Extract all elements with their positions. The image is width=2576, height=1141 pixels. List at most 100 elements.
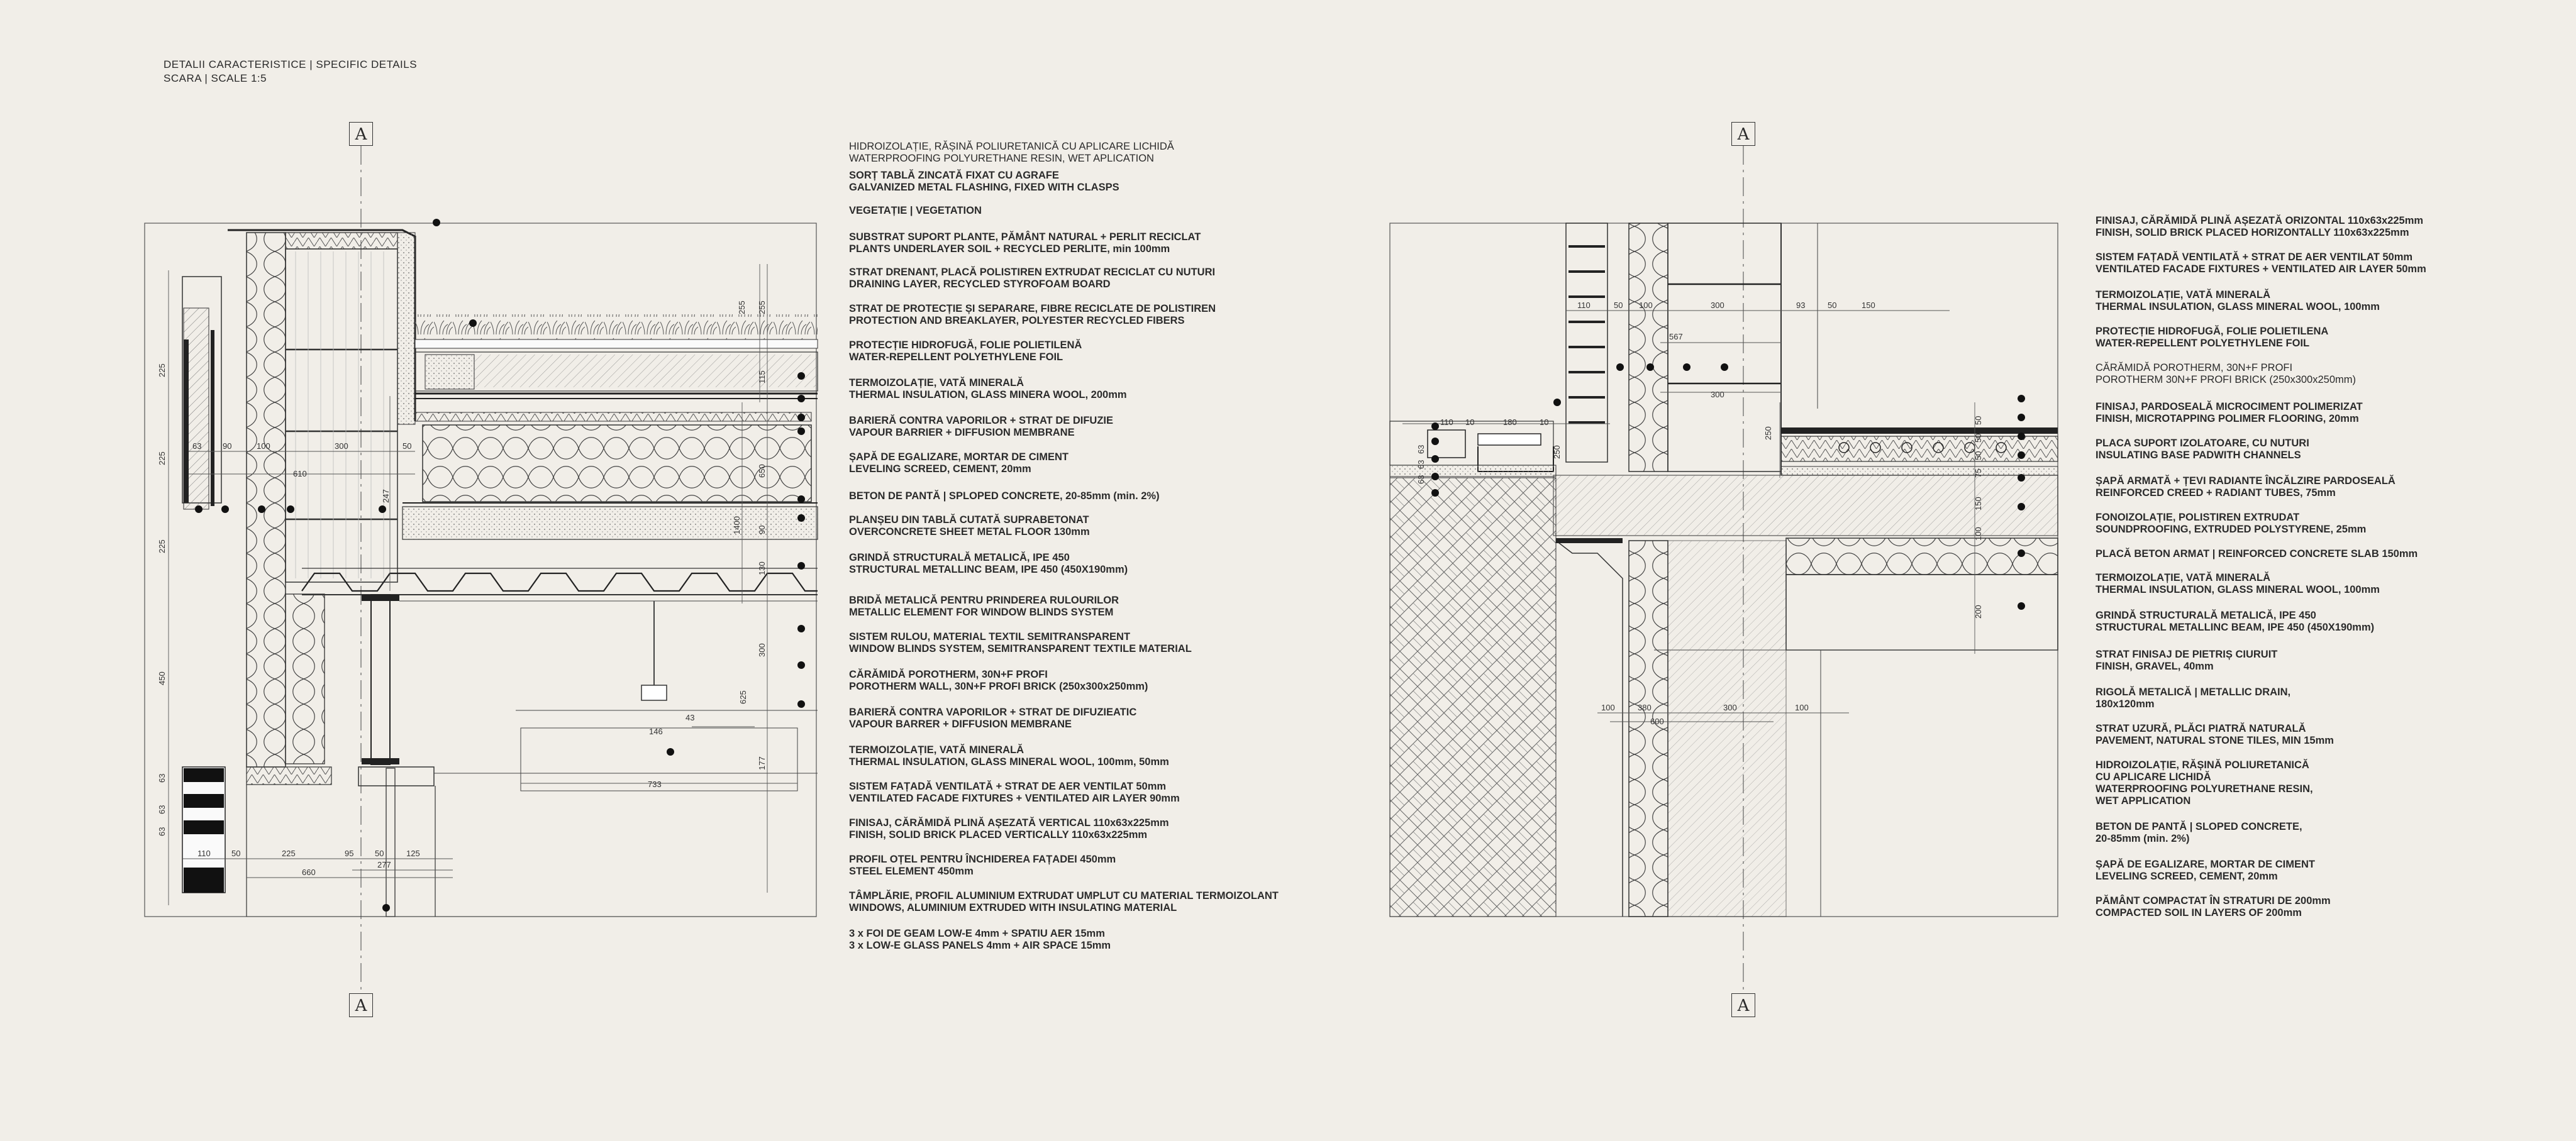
dim-total-1: 277 xyxy=(377,860,391,869)
legend-line: PLACA SUPORT IZOLATOARE, CU NUTURI xyxy=(2096,438,2309,449)
dim-vertical-left-6: 63 xyxy=(157,805,167,814)
dim-window-3: 733 xyxy=(648,780,662,789)
legend-line: PĂMÂNT COMPACTAT ÎN STRATURI DE 200mm xyxy=(2096,895,2331,907)
dim-vertical-right-4: 650 xyxy=(757,464,767,478)
dim-top-2: 90 xyxy=(223,441,231,451)
legend-item: HIDROIZOLAȚIE, RĂȘINĂ POLIURETANICĂ CU A… xyxy=(849,141,1174,165)
legend-item: FINISAJ, CĂRĂMIDĂ PLINĂ AȘEZATĂ VERTICAL… xyxy=(849,817,1169,841)
section-marker-right-top: A xyxy=(1731,122,1755,146)
dim-vertical-left-7: 63 xyxy=(157,827,167,836)
legend-line: RIGOLĂ METALICĂ | METALLIC DRAIN, xyxy=(2096,686,2291,698)
rdim-bottom-2: 380 xyxy=(1638,703,1652,712)
legend-line: ȘAPĂ ARMATĂ + ȚEVI RADIANTE ÎNCĂLZIRE PA… xyxy=(2096,475,2396,487)
dim-vertical-right-8: 300 xyxy=(757,643,767,657)
legend-item: CĂRĂMIDĂ POROTHERM, 30N+F PROFI POROTHER… xyxy=(849,669,1148,693)
rdim-top-1: 110 xyxy=(1577,300,1591,310)
rdim-ground-4: 10 xyxy=(1540,417,1548,427)
legend-line: BARIERĂ CONTRA VAPORILOR + STRAT DE DIFU… xyxy=(849,415,1113,426)
legend-line: STRUCTURAL METALLINC BEAM, IPE 450 (450X… xyxy=(2096,622,2375,633)
legend-line: FINISH, MICROTAPPING POLIMER FLOORING, 2… xyxy=(2096,413,2359,424)
dim-vertical-left-3: 225 xyxy=(157,539,167,553)
rdim-top-6: 50 xyxy=(1828,300,1836,310)
legend-line: WATERPROOFING POLYURETHANE RESIN, xyxy=(2096,783,2313,795)
dim-vertical-right-5: 90 xyxy=(757,526,767,534)
rdim-left-2: 63 xyxy=(1416,460,1426,469)
legend-line: 180x120mm xyxy=(2096,698,2155,710)
legend-line: SOUNDPROOFING, EXTRUDED POLYSTYRENE, 25m… xyxy=(2096,524,2367,535)
rdim-vert-9: 250 xyxy=(1552,445,1562,459)
legend-item: ȘAPĂ DE EGALIZARE, MORTAR DE CIMENT LEVE… xyxy=(849,451,1069,475)
sheet-scale: SCARA | SCALE 1:5 xyxy=(164,72,267,84)
rdim-left-1: 63 xyxy=(1416,445,1426,454)
legend-item: PROTECȚIE HIDROFUGĂ, FOLIE POLIETILENA W… xyxy=(2096,326,2328,350)
legend-item: TERMOIZOLAȚIE, VATĂ MINERALĂ THERMAL INS… xyxy=(2096,289,2380,313)
legend-item: SISTEM FAȚADĂ VENTILATĂ + STRAT DE AER V… xyxy=(849,781,1180,805)
legend-line: VENTILATED FACADE FIXTURES + VENTILATED … xyxy=(849,793,1180,804)
legend-line: BARIERĂ CONTRA VAPORILOR + STRAT DE DIFU… xyxy=(849,707,1137,718)
dim-vertical-right-7: 1400 xyxy=(732,516,741,534)
legend-line: PAVEMENT, NATURAL STONE TILES, MIN 15mm xyxy=(2096,735,2334,746)
legend-item: PĂMÂNT COMPACTAT ÎN STRATURI DE 200mm CO… xyxy=(2096,895,2331,919)
legend-item: FINISAJ, CĂRĂMIDĂ PLINĂ AȘEZATĂ ORIZONTA… xyxy=(2096,215,2423,239)
legend-line: OVERCONCRETE SHEET METAL FLOOR 130mm xyxy=(849,526,1090,537)
rdim-top-3: 100 xyxy=(1639,300,1653,310)
dim-vertical-right-1: 255 xyxy=(737,300,747,314)
legend-item: STRAT DRENANT, PLACĂ POLISTIREN EXTRUDAT… xyxy=(849,267,1215,290)
dim-top-3: 100 xyxy=(257,441,270,451)
dim-bottom-4: 95 xyxy=(345,849,353,858)
legend-item: STRAT DE PROTECȚIE ȘI SEPARARE, FIBRE RE… xyxy=(849,303,1216,327)
right-legend: FINISAJ, CĂRĂMIDĂ PLINĂ AȘEZATĂ ORIZONTA… xyxy=(2096,215,2561,925)
dim-vertical-right-10: 177 xyxy=(757,756,767,770)
dim-top-4: 300 xyxy=(335,441,348,451)
dim-bottom-3: 225 xyxy=(282,849,296,858)
legend-item: TERMOIZOLAȚIE, VATĂ MINERALĂ THERMAL INS… xyxy=(849,377,1127,401)
dim-vertical-left-1: 225 xyxy=(157,363,167,377)
rdim-bottom-1: 100 xyxy=(1601,703,1615,712)
legend-line: PROFIL OȚEL PENTRU ÎNCHIDEREA FAȚADEI 45… xyxy=(849,854,1116,865)
rdim-ground-3: 180 xyxy=(1503,417,1517,427)
legend-item: BETON DE PANTĂ | SPLOPED CONCRETE, 20-85… xyxy=(849,490,1160,502)
rdim-vert-7: 100 xyxy=(1974,527,1983,541)
legend-line: VENTILATED FACADE FIXTURES + VENTILATED … xyxy=(2096,263,2426,275)
legend-item: TERMOIZOLAȚIE, VATĂ MINERALĂ THERMAL INS… xyxy=(2096,572,2380,596)
dim-vertical-left-4: 450 xyxy=(157,671,167,685)
legend-item: BARIERĂ CONTRA VAPORILOR + STRAT DE DIFU… xyxy=(849,415,1113,439)
legend-item: PLACA SUPORT IZOLATOARE, CU NUTURI INSUL… xyxy=(2096,438,2309,461)
legend-line: INSULATING BASE PADWITH CHANNELS xyxy=(2096,449,2301,461)
legend-item: PLACĂ BETON ARMAT | REINFORCED CONCRETE … xyxy=(2096,548,2418,560)
legend-item: STRAT FINISAJ DE PIETRIȘ CIURUIT FINISH,… xyxy=(2096,649,2277,673)
dim-bottom-6: 125 xyxy=(406,849,420,858)
legend-item: PROTECȚIE HIDROFUGĂ, FOLIE POLIETILENĂ W… xyxy=(849,339,1082,363)
legend-line: WINDOW BLINDS SYSTEM, SEMITRANSPARENT TE… xyxy=(849,643,1192,654)
legend-line: DRAINING LAYER, RECYCLED STYROFOAM BOARD xyxy=(849,278,1111,290)
legend-line: METALLIC ELEMENT FOR WINDOW BLINDS SYSTE… xyxy=(849,607,1114,618)
rdim-mid-1: 567 xyxy=(1669,332,1683,341)
legend-line: PLACĂ BETON ARMAT | REINFORCED CONCRETE … xyxy=(2096,548,2418,559)
legend-item: PLANȘEU DIN TABLĂ CUTATĂ SUPRABETONAT OV… xyxy=(849,514,1090,538)
rdim-left-3: 63 xyxy=(1416,475,1426,484)
section-marker-left-bottom: A xyxy=(349,993,373,1017)
legend-line: 20-85mm (min. 2%) xyxy=(2096,833,2190,844)
legend-line: WINDOWS, ALUMINIUM EXTRUDED WITH INSULAT… xyxy=(849,902,1177,913)
rdim-top-5: 93 xyxy=(1796,300,1805,310)
dim-top-5: 50 xyxy=(402,441,411,451)
legend-line: STRAT DE PROTECȚIE ȘI SEPARARE, FIBRE RE… xyxy=(849,303,1216,314)
rdim-vert-1: 250 xyxy=(1763,426,1773,440)
legend-line: SORȚ TABLĂ ZINCATĂ FIXAT CU AGRAFE xyxy=(849,170,1059,181)
legend-line: LEVELING SCREED, CEMENT, 20mm xyxy=(2096,871,2278,882)
legend-item: FONOIZOLAȚIE, POLISTIREN EXTRUDAT SOUNDP… xyxy=(2096,512,2366,536)
legend-line: REINFORCED CREED + RADIANT TUBES, 75mm xyxy=(2096,487,2336,499)
legend-item: RIGOLĂ METALICĂ | METALLIC DRAIN, 180x12… xyxy=(2096,686,2290,710)
legend-item: BETON DE PANTĂ | SLOPED CONCRETE, 20-85m… xyxy=(2096,821,2302,845)
legend-line: HIDROIZOLAȚIE, RĂȘINĂ POLIURETANICĂ xyxy=(2096,759,2309,771)
legend-line: GRINDĂ STRUCTURALĂ METALICĂ, IPE 450 xyxy=(2096,610,2316,621)
legend-line: LEVELING SCREED, CEMENT, 20mm xyxy=(849,463,1031,475)
left-detail: 225 225 225 450 63 63 63 63 90 100 300 5… xyxy=(144,146,818,993)
sheet-title-block: DETALII CARACTERISTICE | SPECIFIC DETAIL… xyxy=(164,58,417,85)
rdim-top-2: 50 xyxy=(1614,300,1623,310)
legend-line: FINISAJ, CĂRĂMIDĂ PLINĂ AȘEZATĂ ORIZONTA… xyxy=(2096,215,2424,226)
dim-bottom-1: 110 xyxy=(197,849,211,858)
legend-line: THERMAL INSULATION, GLASS MINERAL WOOL, … xyxy=(849,756,1169,768)
legend-line: 3 x FOI DE GEAM LOW-E 4mm + SPATIU AER 1… xyxy=(849,928,1105,939)
legend-line: BRIDĂ METALICĂ PENTRU PRINDEREA RULOURIL… xyxy=(849,595,1119,606)
